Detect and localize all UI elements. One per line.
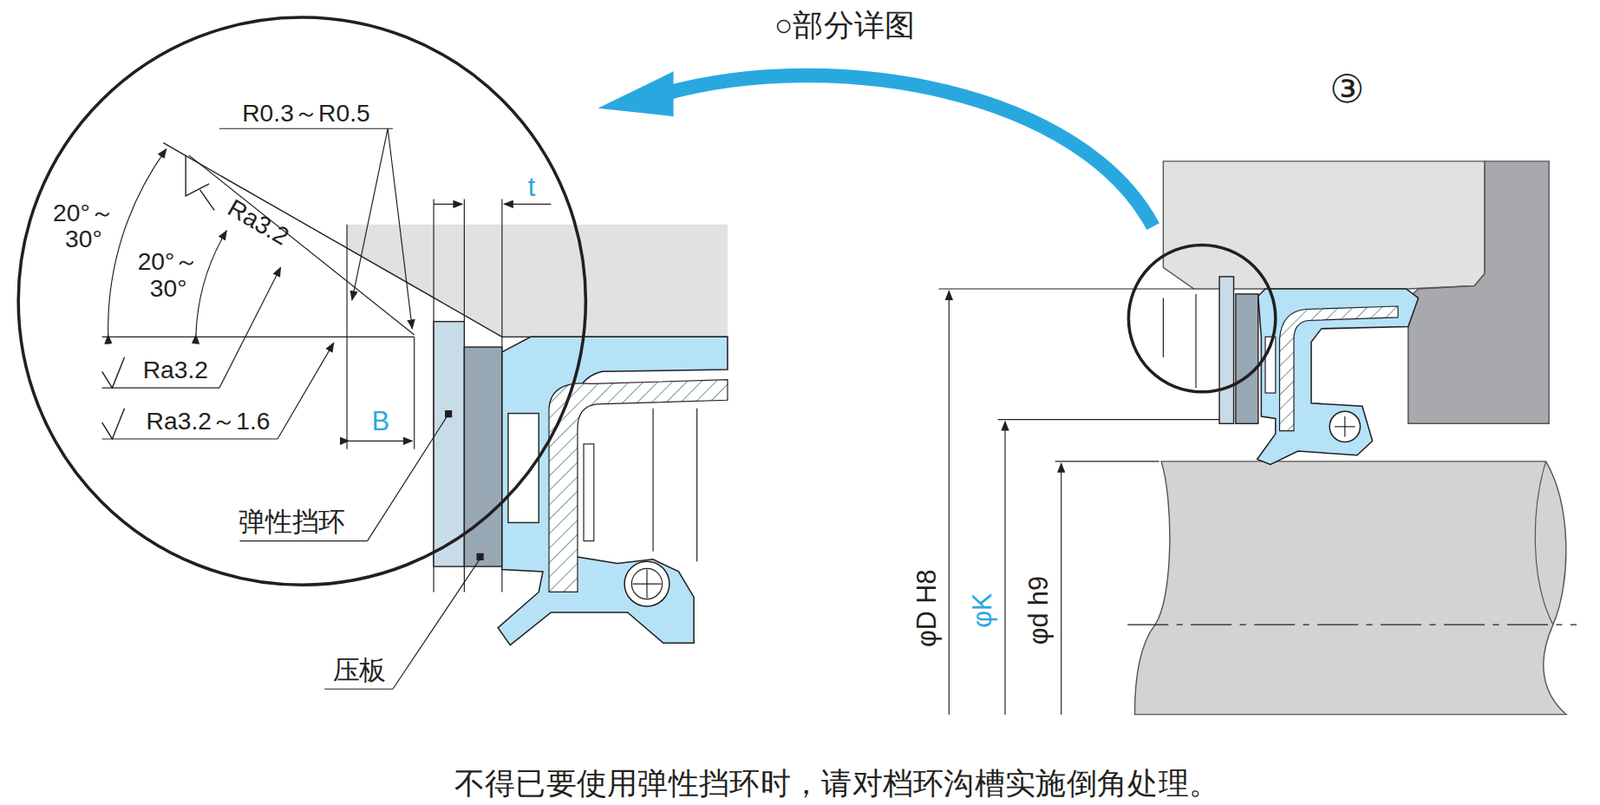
drawing-line bbox=[102, 387, 220, 389]
drawing-path bbox=[1408, 161, 1549, 424]
angle-dimension: 20°～ 30° bbox=[125, 248, 212, 303]
caption: 不得已要使用弹性挡环时，请对档环沟槽实施倒角处理。 bbox=[454, 765, 1220, 800]
drawing-line bbox=[1127, 623, 1577, 625]
drawing-circle bbox=[1128, 244, 1275, 392]
drawing-line bbox=[102, 437, 278, 439]
roughness-label: Ra3.2～1.6 bbox=[146, 407, 271, 435]
drawing-line bbox=[948, 290, 950, 714]
drawing-path bbox=[598, 71, 674, 117]
drawing-line bbox=[240, 540, 368, 542]
part-name: 压板 bbox=[333, 655, 386, 686]
drawing-path bbox=[195, 230, 227, 335]
drawing-line bbox=[102, 336, 415, 338]
drawing-line bbox=[998, 418, 1220, 420]
drawing-rect bbox=[463, 346, 503, 567]
drawing-line bbox=[352, 128, 388, 301]
drawing-line bbox=[348, 440, 412, 442]
drawing-path bbox=[497, 336, 728, 645]
angle-dimension: 20°～ 30° bbox=[40, 199, 127, 254]
drawing-line bbox=[646, 569, 647, 599]
drawing-line bbox=[324, 688, 393, 690]
drawing-path bbox=[1257, 288, 1419, 464]
drawing-rect bbox=[508, 413, 539, 523]
drawing-line bbox=[503, 203, 551, 205]
drawing-line bbox=[392, 559, 480, 689]
drawing-rect bbox=[433, 321, 464, 567]
drawing-path bbox=[102, 408, 125, 439]
drawing-path bbox=[548, 379, 728, 593]
drawing-circle bbox=[624, 561, 670, 607]
dimension-label: B bbox=[372, 406, 390, 437]
dimension-label: t bbox=[528, 172, 536, 203]
diameter-label: φD H8 bbox=[912, 569, 942, 648]
drawing-line bbox=[219, 128, 393, 130]
drawing-line bbox=[189, 155, 415, 335]
drawing-line bbox=[163, 143, 503, 338]
drawing-line bbox=[433, 203, 463, 205]
drawing-path bbox=[185, 155, 209, 196]
diameter-label: φd h9 bbox=[1024, 575, 1054, 645]
drawing-rect bbox=[444, 410, 452, 418]
title-label: ○部分详图 bbox=[774, 7, 916, 42]
drawing-line bbox=[1004, 421, 1006, 715]
part-name: 弹性挡环 bbox=[238, 506, 345, 536]
drawing-rect bbox=[1219, 276, 1234, 424]
drawing-line bbox=[387, 128, 412, 329]
roughness-label: Ra3.2 bbox=[143, 357, 209, 385]
drawing-path bbox=[1134, 461, 1567, 715]
drawing-rect bbox=[476, 553, 484, 561]
drawing-path bbox=[663, 75, 1154, 227]
drawing-line bbox=[219, 267, 281, 388]
drawing-rect bbox=[583, 444, 595, 542]
drawing-line bbox=[277, 342, 334, 439]
drawing-line bbox=[1060, 463, 1062, 714]
drawing-line bbox=[1162, 298, 1164, 358]
drawing-line bbox=[696, 408, 698, 562]
drawing-line bbox=[1344, 416, 1346, 438]
drawing-path bbox=[108, 149, 167, 335]
drawing-line bbox=[413, 336, 415, 449]
drawing-path bbox=[102, 357, 125, 388]
drawing-path bbox=[200, 189, 215, 211]
roughness-label: Ra3.2 bbox=[222, 194, 294, 251]
drawing-circle bbox=[1329, 411, 1360, 442]
drawing-path bbox=[1162, 161, 1485, 289]
callout-number: ③ bbox=[1329, 68, 1365, 112]
drawing-circle bbox=[18, 17, 586, 585]
drawing-line bbox=[939, 287, 1195, 289]
drawing-path bbox=[1534, 461, 1554, 625]
drawing-line bbox=[1195, 293, 1196, 388]
drawing-line bbox=[652, 408, 654, 552]
drawing-rect bbox=[1235, 293, 1259, 424]
radius-dimension: R0.3～R0.5 bbox=[241, 99, 371, 127]
drawing-line bbox=[1055, 460, 1160, 462]
drawing-circle bbox=[631, 568, 662, 599]
diameter-label: φK bbox=[967, 593, 998, 628]
